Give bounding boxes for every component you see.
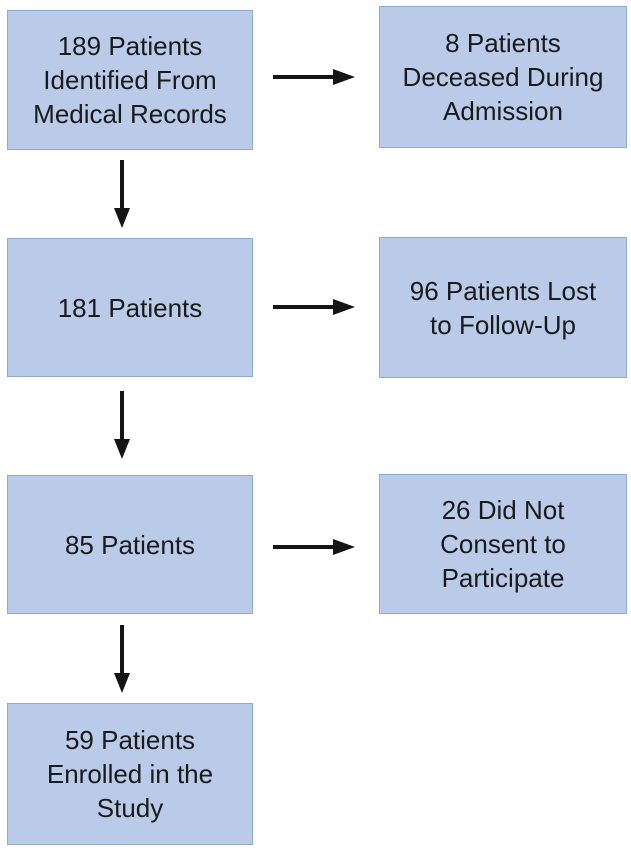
arrow-down-icon: [114, 391, 130, 459]
flow-box-identified: 189 Patients Identified From Medical Rec…: [7, 10, 253, 150]
box-text-line: Identified From: [43, 65, 217, 95]
box-text-line: 8 Patients: [445, 28, 561, 58]
box-text-line: Study: [96, 793, 164, 823]
arrow-down-icon: [114, 160, 130, 228]
box-text-line: 59 Patients: [64, 725, 196, 755]
arrow-right-icon: [273, 539, 355, 555]
box-text-line: 26 Did Not: [441, 495, 565, 525]
flow-box-no-consent: 26 Did Not Consent to Participate: [379, 474, 627, 614]
box-text-line: 189 Patients: [57, 31, 203, 61]
flow-box-remaining-85: 85 Patients: [7, 475, 253, 614]
box-text-line: Participate: [441, 563, 565, 593]
box-text-line: Enrolled in the: [46, 759, 214, 789]
arrow-right-icon: [273, 69, 355, 85]
box-text-line: to Follow-Up: [430, 309, 576, 340]
box-text-line: 85 Patients: [64, 529, 196, 560]
box-text-line: Admission: [443, 96, 563, 126]
box-text-line: 96 Patients Lost: [409, 275, 597, 306]
box-text-line: Medical Records: [33, 99, 227, 129]
flow-box-deceased: 8 Patients Deceased During Admission: [379, 6, 627, 148]
flow-box-enrolled: 59 Patients Enrolled in the Study: [7, 703, 253, 845]
arrow-right-icon: [273, 299, 355, 315]
flow-box-lost-followup: 96 Patients Lost to Follow-Up: [379, 237, 627, 378]
flow-box-remaining-181: 181 Patients: [7, 238, 253, 377]
arrow-down-icon: [114, 625, 130, 693]
box-text-line: Deceased During: [402, 62, 604, 92]
box-text-line: 181 Patients: [57, 292, 203, 323]
box-text-line: Consent to: [440, 529, 566, 559]
